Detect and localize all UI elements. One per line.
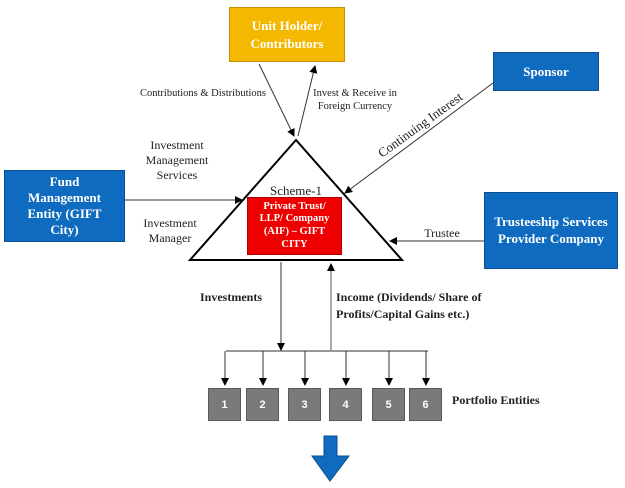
trusteeship-box: Trusteeship Services Provider Company [484, 192, 618, 269]
continuing-interest-arrow [344, 82, 494, 194]
trustee-label: Trustee [424, 226, 460, 240]
trusteeship-label: Trusteeship Services Provider Company [494, 213, 608, 246]
investment-manager-label: Investment Manager [143, 216, 197, 245]
scheme-label: Scheme-1 [270, 183, 322, 198]
income-label: Income (Dividends/ Share of Profits/Capi… [336, 290, 482, 321]
fund-management-box: Fund Management Entity (GIFT City) [4, 170, 125, 242]
fund-management-label: Fund Management Entity (GIFT City) [27, 173, 102, 238]
portfolio-entity-6: 6 [409, 388, 442, 421]
scheme-entity-label: Private Trust/ LLP/ Company (AIF) – GIFT… [259, 200, 330, 250]
contributions-arrow [258, 63, 295, 137]
unit-holder-box: Unit Holder/ Contributors [229, 7, 345, 62]
invest-receive-label: Invest & Receive in Foreign Currency [313, 88, 397, 113]
portfolio-entity-5: 5 [372, 388, 405, 421]
portfolio-entity-4: 4 [329, 388, 362, 421]
contributions-label: Contributions & Distributions [140, 88, 267, 99]
sponsor-box: Sponsor [493, 52, 599, 91]
portfolio-entity-3: 3 [288, 388, 321, 421]
invest-receive-arrow [297, 65, 318, 137]
portfolio-entity-1: 1 [208, 388, 241, 421]
portfolio-entities-label: Portfolio Entities [452, 393, 540, 407]
investment-management-services-label: Investment Management Services [145, 138, 209, 182]
scheme-entity-box: Private Trust/ LLP/ Company (AIF) – GIFT… [247, 197, 342, 255]
portfolio-entity-2: 2 [246, 388, 279, 421]
portfolio-drop-arrows [221, 351, 430, 386]
investments-label: Investments [200, 290, 262, 304]
unit-holder-label: Unit Holder/ Contributors [250, 17, 324, 51]
sponsor-label: Sponsor [523, 63, 569, 79]
big-down-arrow [311, 435, 351, 482]
